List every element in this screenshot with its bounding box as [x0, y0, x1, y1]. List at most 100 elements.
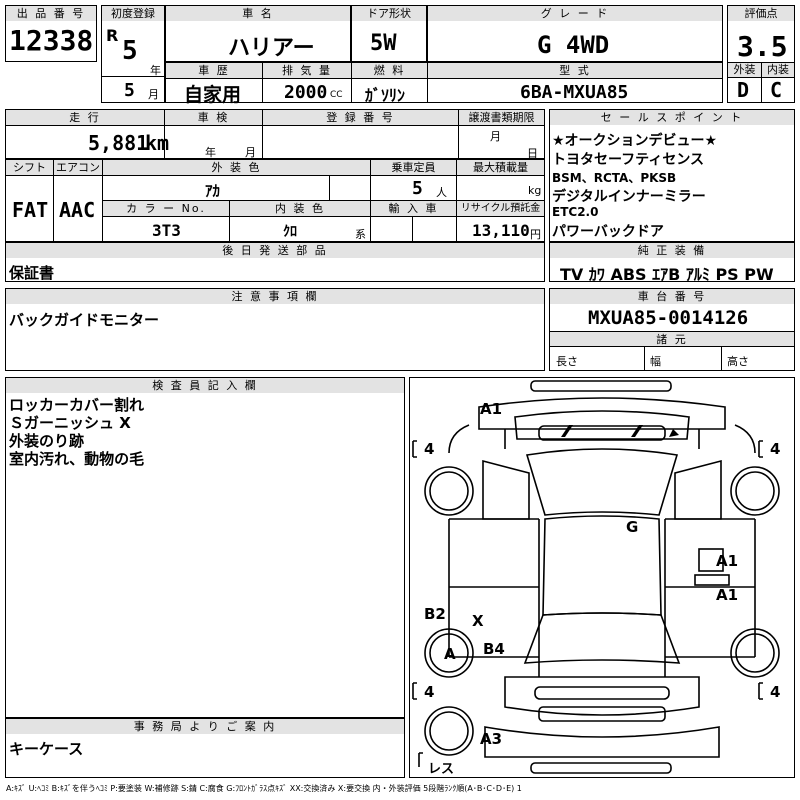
office-note: キーケース: [9, 740, 84, 758]
inspector-note-1: ロッカーカバー割れ: [9, 396, 145, 414]
ac-label: エアコン: [54, 160, 102, 175]
load-label: 最大積載量: [457, 160, 544, 175]
recycle-label: リサイクル預託金: [457, 201, 544, 216]
displacement: 2000: [284, 82, 328, 103]
door-type: 5W: [370, 31, 397, 56]
lot-number: 12338: [9, 24, 94, 57]
sales-point-5: ETC2.0: [552, 205, 599, 219]
spare-tire-status: レス: [428, 762, 455, 777]
model-code: 6BA-MXUA85: [520, 82, 629, 103]
inspector-note-2: Ｓガーニッシュ X: [9, 414, 131, 432]
exterior-label: 外装: [728, 62, 761, 77]
damage-mark-hood: A1: [480, 400, 503, 418]
recycle-fee: 13,110: [472, 221, 530, 240]
grade-label: グ レ ー ド: [428, 6, 722, 21]
dims-label: 諸 元: [550, 332, 794, 347]
mileage-row: [5, 109, 545, 159]
equipment-label: 純 正 装 備: [550, 243, 794, 258]
damage-mark-left-quarter: B4: [483, 640, 505, 658]
door-label: ドア形状: [352, 6, 426, 21]
fuel: ｶﾞｿﾘﾝ: [365, 86, 406, 105]
load-unit: kg: [528, 184, 542, 197]
seats: 5: [412, 178, 423, 199]
later-parts: 保証書: [9, 264, 55, 282]
tire-front-right: 4: [770, 440, 781, 458]
inspection-label: 車 検: [165, 110, 262, 125]
car-name-cell: 車 名: [165, 5, 351, 62]
height-label: 高さ: [727, 355, 749, 368]
notes-box: 注 意 事 項 欄: [5, 288, 545, 371]
car-name: ハリアー: [228, 36, 315, 61]
model-label: 型 式: [428, 63, 722, 78]
score: 3.5: [737, 30, 788, 63]
inspector-label: 検 査 員 記 入 欄: [6, 378, 404, 393]
tire-rear-right: 4: [770, 683, 781, 701]
history: 自家用: [184, 84, 242, 106]
displacement-unit: CC: [330, 90, 343, 100]
grade: G 4WD: [537, 31, 610, 59]
legend: A:ｷｽﾞ U:ﾍｺﾐ B:ｷｽﾞを伴うﾍｺﾐ P:要塗装 W:補修跡 S:錆 …: [6, 784, 522, 793]
chassis-box: 車 台 番 号: [549, 288, 795, 371]
air-conditioner: AAC: [59, 198, 96, 222]
inspector-note-4: 室内汚れ、動物の毛: [9, 450, 145, 468]
sales-point-1: ★オークションデビュー★: [552, 133, 718, 149]
inspector-note-3: 外装のり跡: [9, 432, 85, 450]
transfer-label: 譲渡書類期限: [459, 110, 544, 125]
transfer-day-unit: 日: [527, 147, 538, 160]
chassis-number: MXUA85-0014126: [588, 307, 749, 329]
sales-points-label: セ ー ル ス ポ イ ン ト: [550, 110, 794, 125]
chassis-label: 車 台 番 号: [550, 289, 794, 304]
door-cell: ドア形状: [351, 5, 427, 62]
exterior-color: ｱｶ: [205, 182, 221, 200]
seats-unit: 人: [436, 186, 447, 199]
lot-number-label: 出 品 番 号: [6, 6, 96, 21]
equipment-box: 純 正 装 備: [549, 242, 795, 282]
registration-year-unit: 年: [150, 64, 161, 77]
history-label: 車 歴: [166, 63, 262, 78]
car-diagram: [412, 380, 780, 774]
seats-label: 乗車定員: [371, 160, 456, 175]
sales-point-4: デジタルインナーミラー: [552, 189, 706, 205]
registration-label: 初度登録: [102, 6, 164, 21]
registration-era: R: [106, 26, 119, 45]
damage-mark-rear-wheel: A: [444, 645, 456, 663]
mileage: 5,881: [88, 131, 149, 155]
car-diagram-frame: [409, 377, 795, 778]
mileage-unit: km: [145, 131, 170, 155]
registration-cell: 初度登録: [101, 5, 165, 103]
registration-year: 5: [122, 36, 138, 66]
inspection-month-unit: 月: [245, 146, 256, 159]
office-box: 事 務 局 よ り ご 案 内: [5, 718, 405, 778]
office-label: 事 務 局 よ り ご 案 内: [6, 719, 404, 734]
length-label: 長さ: [556, 355, 578, 368]
sales-point-3: BSM、RCTA、PKSB: [552, 171, 677, 185]
sales-point-2: トヨタセーフティセンス: [552, 152, 705, 168]
registration-month-unit: 月: [148, 88, 159, 101]
fuel-label: 燃 料: [352, 63, 427, 78]
notes: バックガイドモニター: [9, 311, 160, 329]
plate-label: 登 録 番 号: [263, 110, 458, 125]
damage-mark-roof: G: [626, 518, 639, 536]
import-label: 輸 入 車: [371, 201, 456, 216]
score-label: 評価点: [728, 6, 794, 21]
tire-rear-left: 4: [424, 683, 435, 701]
shift-label: シフト: [6, 160, 53, 175]
interior-label: 内装: [762, 62, 794, 77]
registration-month: 5: [124, 80, 135, 101]
inspection-year-unit: 年: [205, 146, 216, 159]
equipment: TV ｶﾜ ABS ｴｱB ｱﾙﾐ PS PW: [560, 265, 774, 284]
damage-mark-right-rear-door: A1: [716, 586, 739, 604]
damage-mark-left-garnish: X: [472, 612, 484, 630]
color-label: 外 装 色: [103, 160, 370, 175]
notes-label: 注 意 事 項 欄: [6, 289, 544, 304]
shift: FAT: [12, 198, 49, 222]
interior-color: ｸﾛ: [283, 224, 297, 240]
width-label: 幅: [650, 355, 661, 368]
damage-mark-left-rocker: B2: [424, 605, 446, 623]
recycle-unit: 円: [530, 228, 541, 241]
damage-mark-rear-bumper: A3: [480, 730, 503, 748]
interior-color-unit: 系: [355, 228, 366, 241]
transfer-month-unit: 月: [490, 130, 501, 143]
sales-point-6: パワーバックドア: [552, 224, 664, 240]
sales-points-box: セ ー ル ス ポ イ ン ト: [549, 109, 795, 242]
